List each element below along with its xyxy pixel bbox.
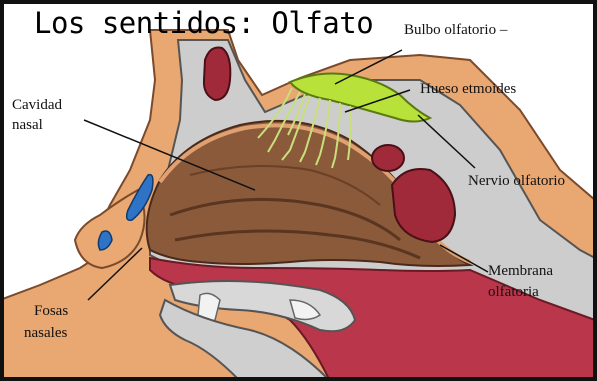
diagram-border <box>0 0 597 381</box>
diagram-canvas: Los sentidos: Olfato Bulbo olfatorio – H… <box>0 0 597 381</box>
